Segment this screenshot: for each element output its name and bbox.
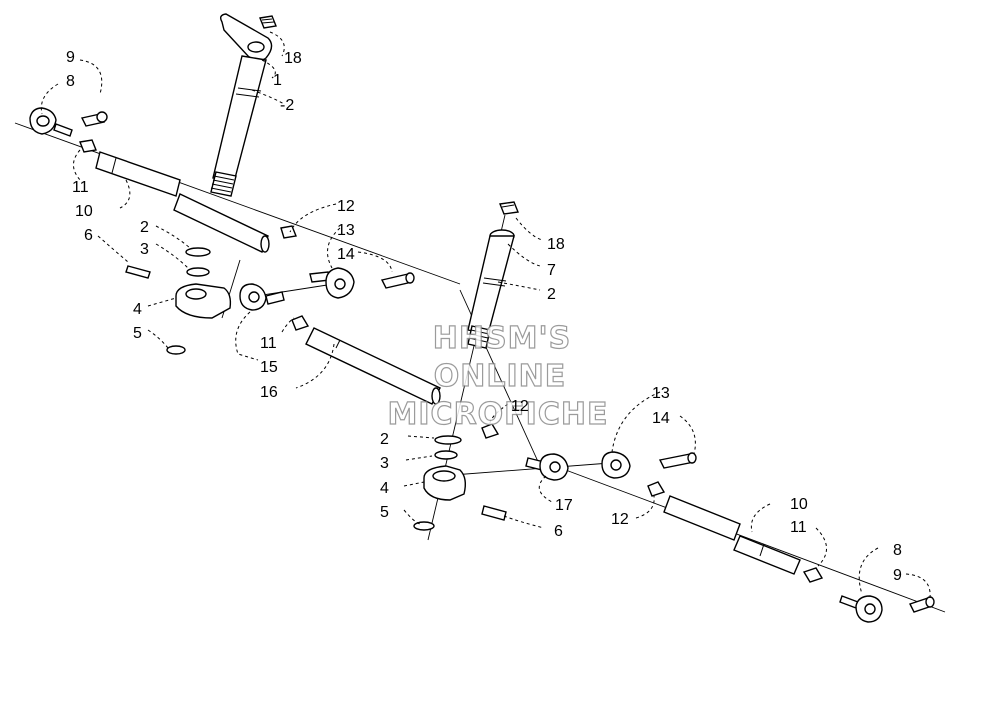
callout-3: 3 [380, 455, 389, 472]
jam-nut-12-upper [280, 225, 297, 239]
left-tie-rod-end [29, 107, 108, 137]
jam-nut-11-middle [291, 315, 310, 331]
callout-10: 10 [790, 496, 808, 513]
callout-18: 18 [284, 50, 302, 67]
callout-2: -2 [280, 97, 294, 114]
upper-steering-post [210, 13, 277, 197]
callout-2: 2 [380, 431, 389, 448]
callout-18: 18 [547, 236, 565, 253]
watermark-line-3: MICROFICHE [388, 397, 609, 432]
callout-8: 8 [66, 73, 75, 90]
callout-12: 12 [337, 198, 355, 215]
callout-6: 6 [84, 227, 93, 244]
upper-ball-joint-13 [309, 267, 415, 299]
left-tie-rod [79, 139, 270, 253]
callout-14: 14 [337, 246, 355, 263]
callout-13: 13 [652, 385, 670, 402]
center-drag-link-16 [305, 327, 441, 405]
callout-7: 7 [547, 262, 556, 279]
callout-6: 6 [554, 523, 563, 540]
watermark-line-1: HHSM'S [433, 321, 571, 356]
jam-nut-12-right [647, 481, 666, 497]
callout-12: 12 [611, 511, 629, 528]
callout-11: 11 [790, 519, 807, 536]
callout-2: 2 [140, 219, 149, 236]
callout-11: 11 [72, 179, 89, 196]
callout-4: 4 [380, 480, 389, 497]
ball-joint-15 [239, 283, 285, 311]
callout-5: 5 [133, 325, 142, 342]
leader-lines [40, 31, 931, 599]
callout-3: 3 [140, 241, 149, 258]
right-tie-rod [663, 495, 801, 575]
ball-joint-17 [525, 453, 569, 481]
callout-2: 2 [547, 286, 556, 303]
callout-8: 8 [893, 542, 902, 559]
right-steering-arm [413, 435, 507, 531]
right-ball-joint-13 [601, 451, 697, 479]
left-steering-arm [125, 247, 232, 355]
lower-steering-post [467, 201, 519, 349]
callout-15: 15 [260, 359, 278, 376]
callout-9: 9 [66, 49, 75, 66]
callout-11: 11 [260, 335, 277, 352]
callout-9: 9 [893, 567, 902, 584]
callout-1: 1 [273, 72, 282, 89]
callout-16: 16 [260, 384, 278, 401]
right-tie-rod-end [802, 567, 935, 623]
callout-13: 13 [337, 222, 355, 239]
callout-14: 14 [652, 410, 670, 427]
callout-10: 10 [75, 203, 93, 220]
callout-4: 4 [133, 301, 142, 318]
callout-labels: 18 1 -2 9 8 11 10 12 13 14 2 3 6 4 5 11 … [66, 49, 902, 584]
watermark: HHSM'S ONLINE MICROFICHE [387, 320, 609, 432]
callout-17: 17 [555, 497, 573, 514]
callout-5: 5 [380, 504, 389, 521]
callout-12: 12 [511, 398, 529, 415]
watermark-line-2: ONLINE [434, 359, 567, 394]
jam-nut-12-middle [481, 423, 500, 439]
